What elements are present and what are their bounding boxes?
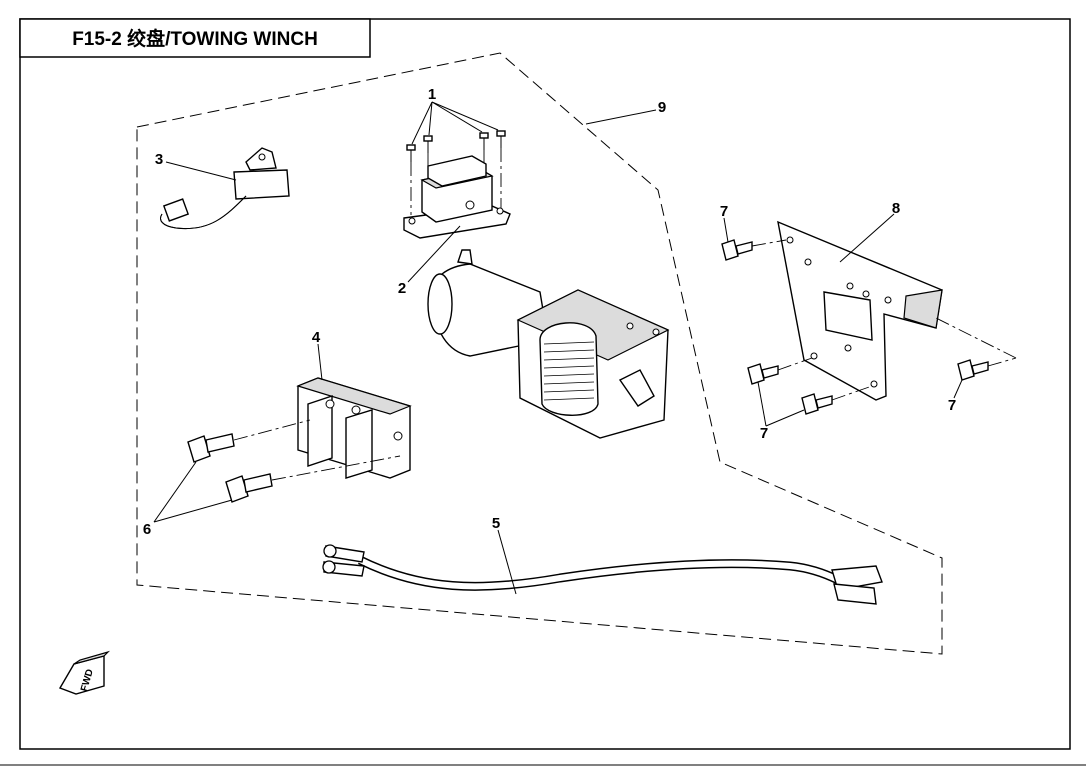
title-box: [19, 18, 371, 58]
callout-1: 1: [428, 86, 436, 103]
callout-3: 3: [155, 151, 163, 168]
callout-2: 2: [398, 280, 406, 297]
diagram-frame: [19, 18, 1071, 750]
part-2-control-box: [403, 155, 511, 239]
part-7-bolts: [721, 239, 1017, 415]
fwd-arrow-icon: FWD: [58, 650, 111, 695]
part-3-switch: [160, 147, 290, 230]
part-8-bracket: [777, 220, 943, 401]
winch-assembly: [427, 249, 670, 439]
leader-lines: [153, 101, 963, 595]
assembly-boundary: [136, 52, 943, 655]
part-5-cables: [322, 544, 883, 605]
callout-9: 9: [658, 99, 666, 116]
part-6-bolts: [187, 419, 401, 503]
callout-6: 6: [143, 521, 151, 538]
callout-5: 5: [492, 515, 500, 532]
part-1-bolts: [406, 130, 506, 215]
part-4-roller-fairlead: [296, 377, 412, 479]
callout-4: 4: [312, 329, 321, 346]
page-title: F15-2 绞盘/TOWING WINCH: [72, 27, 318, 50]
callout-8: 8: [892, 200, 900, 217]
callout-7-right: 7: [948, 397, 956, 414]
callout-7-top: 7: [720, 203, 728, 220]
winch-drum-cable: [543, 341, 595, 401]
callout-7-bottom: 7: [760, 425, 768, 442]
